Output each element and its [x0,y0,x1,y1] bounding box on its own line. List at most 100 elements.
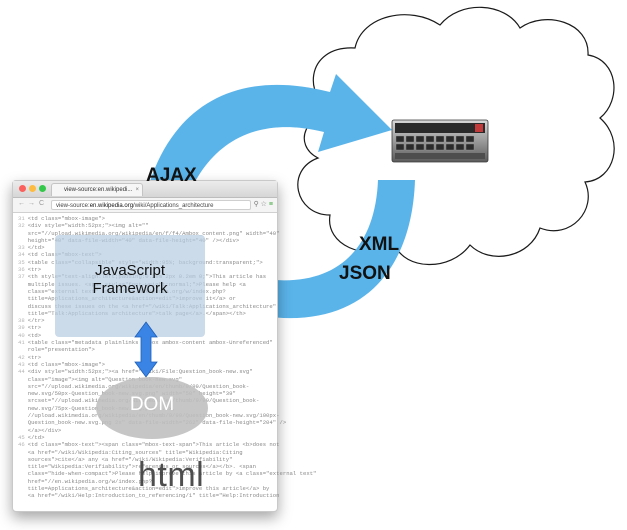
line-number: 37 [18,273,25,281]
source-line: 31<td class="mbox-image"> [18,215,274,222]
line-number [18,492,25,499]
line-number [18,376,25,383]
browser-titlebar: view-source:en.wikipedi... × [13,181,277,198]
browser-tab[interactable]: view-source:en.wikipedi... × [51,183,143,196]
server-drive-bay [435,135,445,143]
server-drive-bay [425,143,435,151]
line-text: <table class="metadata plainlinks ambox … [27,339,273,347]
line-number [18,303,25,310]
line-number [18,405,25,412]
server-drive-bay [465,143,475,151]
line-number [18,456,25,463]
minimize-window-icon[interactable] [29,185,36,192]
source-line: <a href="/wiki/Help:Introduction_to_refe… [18,492,280,499]
line-number [18,478,25,485]
server-drive-bay [445,135,455,143]
url-path: /wiki/Applications_architecture [133,203,214,209]
server-drive-bay [405,135,415,143]
url-input[interactable]: view-source:en.wikipedia.org/wiki/Applic… [51,200,251,210]
back-icon[interactable]: ← [18,200,25,207]
xml-label: XML [359,234,400,255]
line-text: <td> [27,331,42,339]
server-drive-bay [395,143,405,151]
line-number [18,346,25,353]
source-line: <a href="/wiki/Wikipedia:Citing_sources"… [18,449,274,456]
framework-line-2: Framework [92,280,168,297]
line-text: </a></div> [27,426,62,434]
server-drive-bay [455,135,465,143]
line-number [18,427,25,434]
source-line: role="presentation"> [18,346,274,353]
star-icon[interactable]: ☆ [260,201,267,208]
server-icon [391,119,489,163]
ajax-request-arrow [140,74,392,232]
line-number: 46 [18,441,25,449]
menu-icon[interactable]: ≡ [268,201,273,208]
server-drive-bay [415,143,425,151]
search-icon[interactable]: ⚲ [253,201,259,208]
line-text: </tr> [27,317,45,325]
line-number [18,463,25,470]
line-number [18,397,25,404]
source-line: 39<tr> [18,324,274,331]
server-drive-bay [425,135,435,143]
line-number [18,295,25,302]
dom-label: DOM [129,394,175,415]
line-number: 38 [18,317,25,325]
source-line: </a></div> [18,427,274,434]
close-window-icon[interactable] [19,185,26,192]
line-text: </td> [27,433,45,441]
line-number: 36 [18,266,25,274]
line-number: 35 [18,258,25,266]
line-number: 41 [18,339,25,347]
tab-title: view-source:en.wikipedi... [64,187,133,193]
line-text: title="Wikipedia:Verifiability">referenc… [27,463,256,471]
line-number [18,390,25,397]
line-number: 39 [18,324,25,332]
ajax-label: AJAX [146,165,197,186]
source-line: 45</td> [18,434,274,441]
line-text: <td class="mbox-image"> [27,215,105,222]
line-number [18,449,25,456]
tab-close-icon[interactable]: × [135,187,139,193]
server-drive-bay [455,143,465,151]
source-line: 43<td class="mbox-image"> [18,361,274,368]
line-number: 42 [18,353,25,361]
line-text: <tr> [27,353,42,361]
source-line: sources">cite</a> any <a href="/wiki/Wik… [18,456,274,463]
javascript-framework-box [55,235,205,337]
line-number: 45 [18,433,25,441]
line-number: 34 [18,251,25,259]
server-drive-bay [405,143,415,151]
line-text: href="//en.wikipedia.org/w/index.php? [27,477,152,485]
maximize-window-icon[interactable] [39,185,46,192]
source-line: 42<tr> [18,354,274,361]
reload-icon[interactable]: C [39,200,45,207]
line-number [18,485,25,492]
forward-icon[interactable]: → [28,200,35,207]
source-line: 36<tr> [18,266,274,273]
framework-line-1: JavaScript [94,262,166,279]
line-text: title=Applications_architecture&action=e… [27,484,270,492]
address-bar: ← → C view-source:en.wikipedia.org/wiki/… [13,198,277,213]
line-number: 31 [18,215,25,222]
server-drive-bay [465,135,475,143]
source-line: 40<td> [18,332,274,339]
source-line: title="Wikipedia:Verifiability">referenc… [18,463,274,470]
url-host: en.wikipedia.org [89,203,134,209]
line-text: src="//upload.wikimedia.org/wikipedia/en… [27,229,280,237]
server-drive-bay [435,143,445,151]
line-text: role="presentation"> [27,346,95,354]
line-text: <tr> [27,324,42,332]
source-line: 32<div style="width:52px;"><img alt="" [18,222,274,229]
line-number [18,288,25,295]
line-number: 43 [18,360,25,368]
server-drive-bay [415,135,425,143]
source-line: title=Applications_architecture&action=e… [18,485,274,492]
source-line: href="//en.wikipedia.org/w/index.php? [18,478,274,485]
line-number [18,412,25,419]
line-text: <a href="/wiki/Help:Introduction_to_refe… [27,492,280,500]
source-line: 33</td> [18,244,274,251]
line-text: <a href="/wiki/Wikipedia:Citing_sources"… [27,448,243,456]
